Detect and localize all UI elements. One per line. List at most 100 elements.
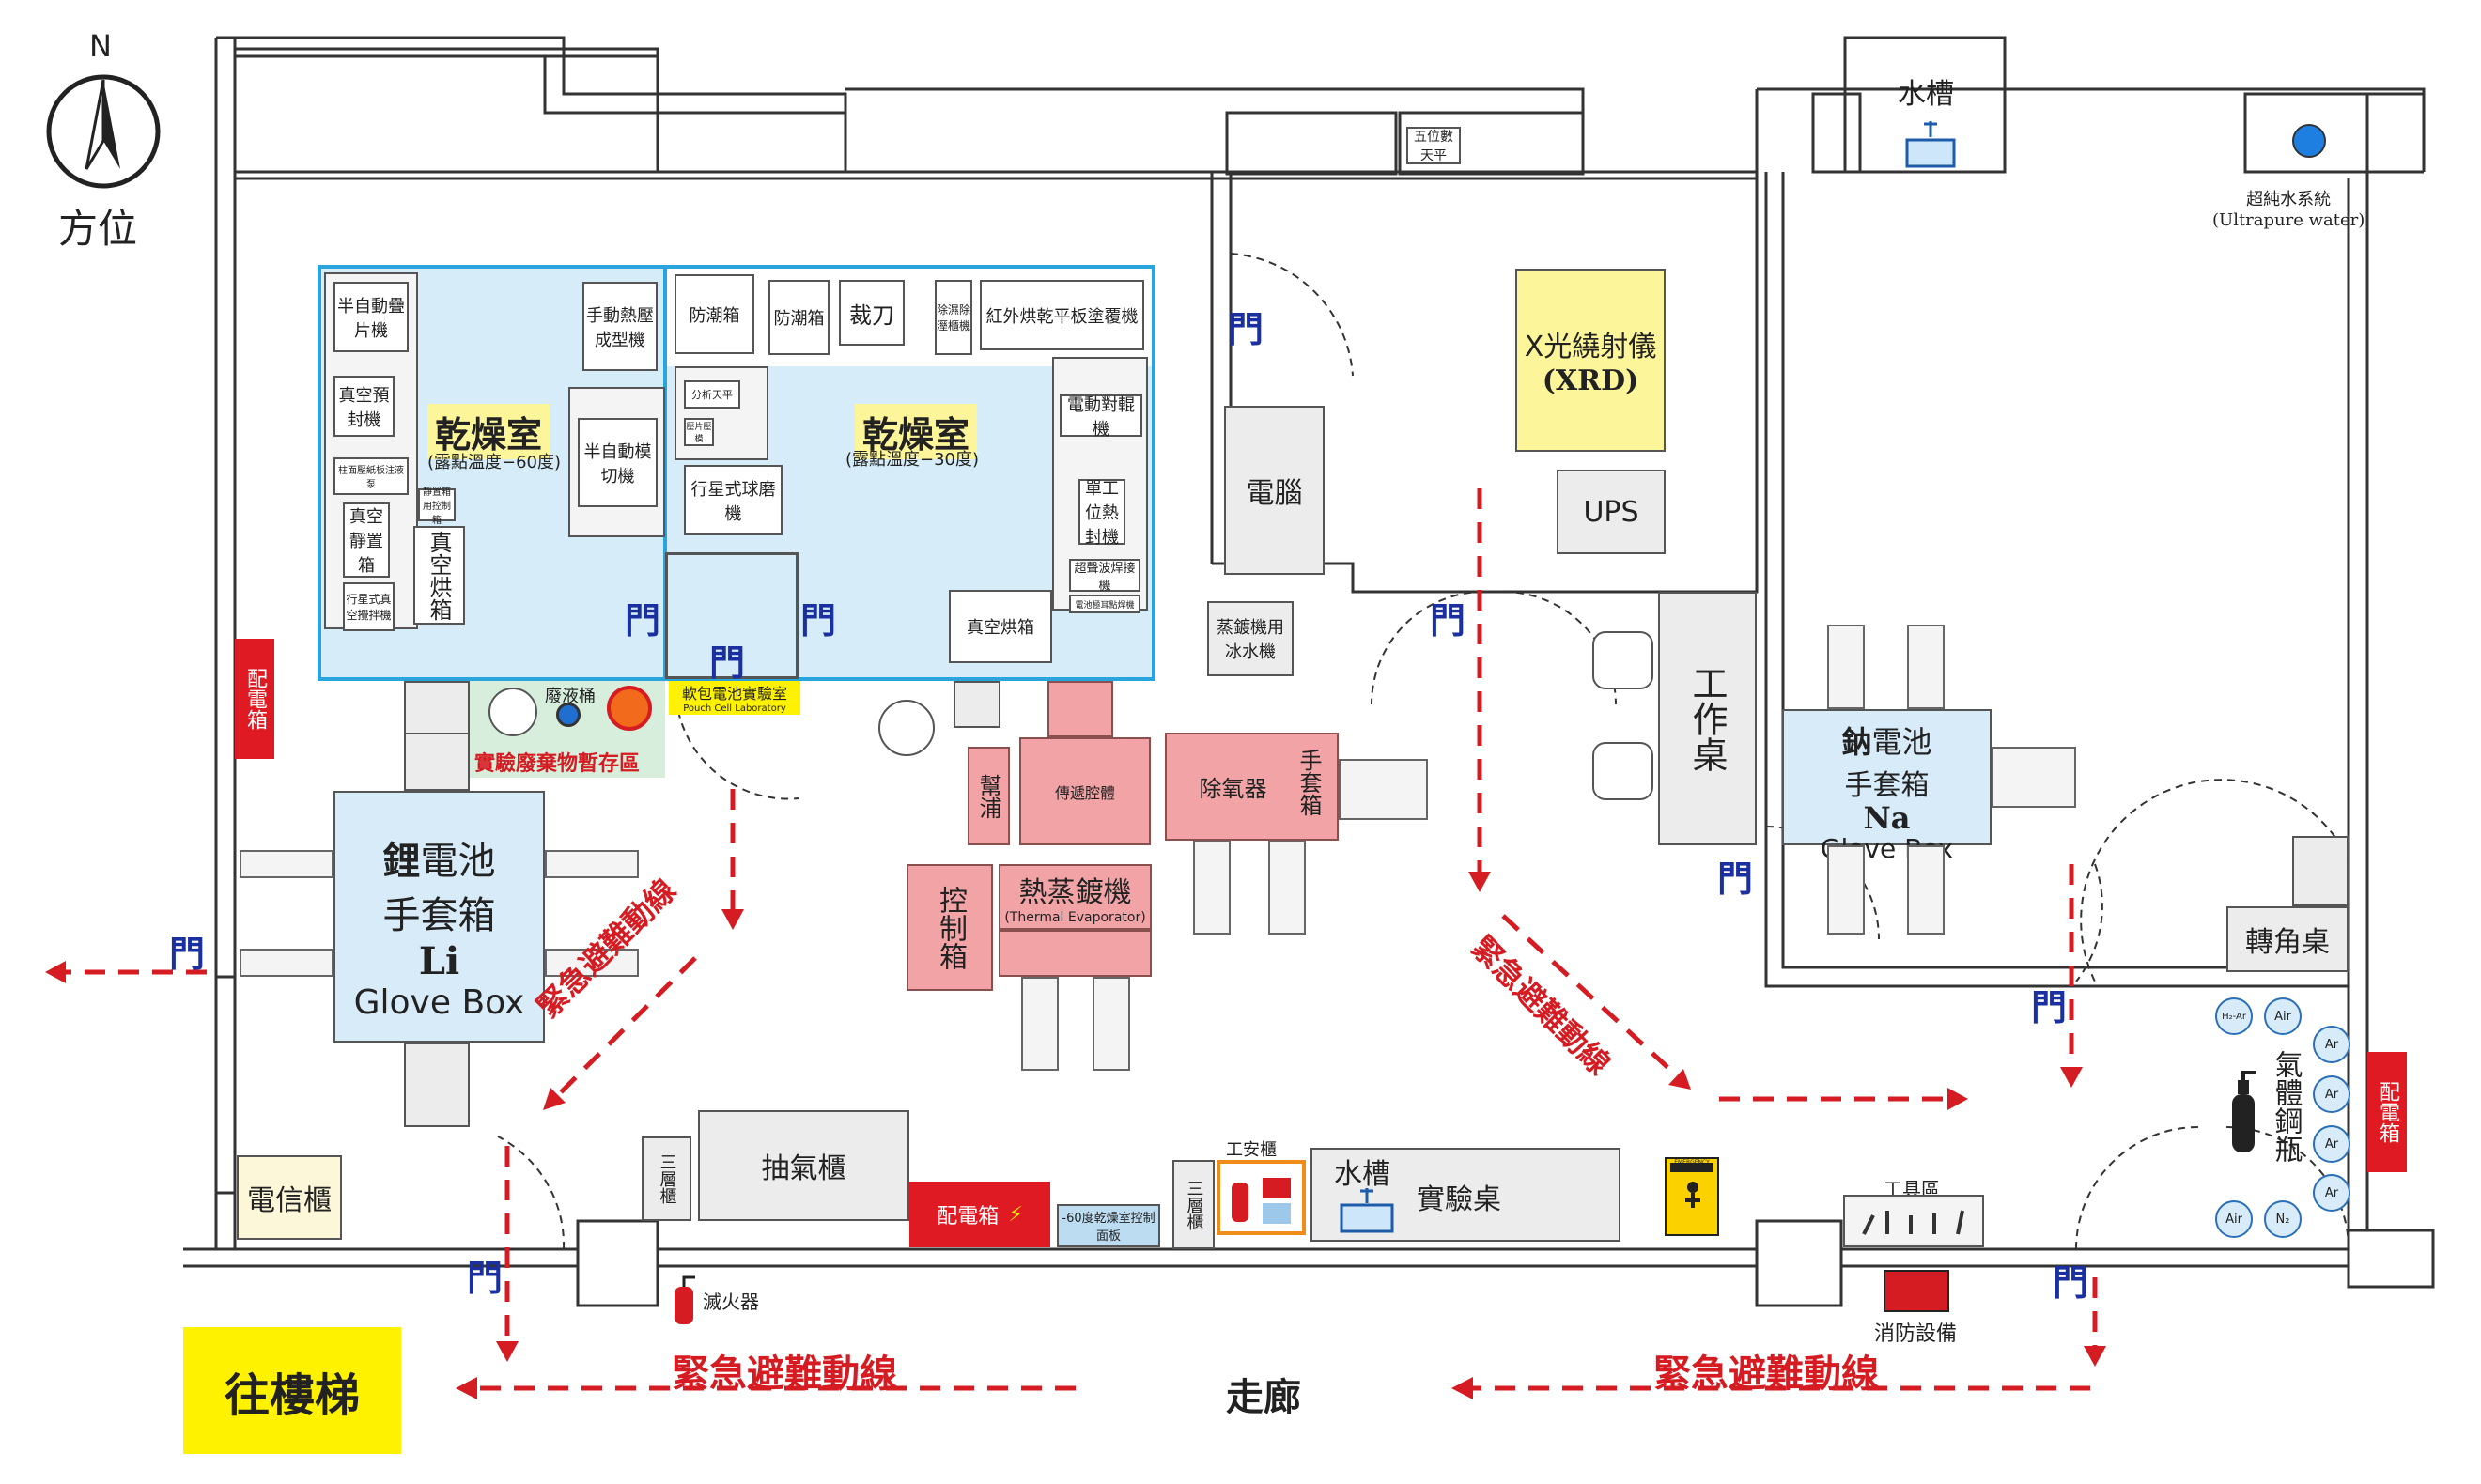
compass-north: N [89, 28, 112, 64]
fire-equipment-icon [1884, 1270, 1949, 1312]
xrd: X光繞射儀 (XRD) [1515, 269, 1666, 452]
waste-bucket-label: 廢液桶 [545, 687, 596, 706]
semi-auto-die-cutter: 半自動模切機 [578, 418, 658, 507]
evac-arrows [56, 488, 2098, 1391]
dry-room-30-subtitle: (露點溫度−30度) [845, 450, 980, 470]
evac-label-bottom-right: 緊急避難動線 [1653, 1353, 1879, 1396]
door-label: 門 [625, 600, 661, 642]
ups: UPS [1557, 470, 1666, 554]
door-label: 門 [800, 600, 837, 642]
safety-cabinet-label: 工安櫃 [1226, 1140, 1277, 1160]
vacuum-pre-sealer: 真空預封機 [333, 376, 395, 437]
door-label: 門 [1430, 600, 1466, 642]
chair-2 [1592, 742, 1653, 800]
vacuum-standing-box: 真空靜置箱 [343, 502, 390, 578]
lab-bench-label: 實驗桌 [1417, 1183, 1501, 1216]
door-label: 門 [1717, 858, 1754, 900]
li-glove-left-bottom [240, 949, 333, 977]
power-box-mid: 配電箱⚡ [909, 1182, 1050, 1247]
door-label: 門 [2053, 1262, 2089, 1304]
cyl-h2ar: H₂-Ar [2215, 997, 2253, 1035]
cutter: 裁刀 [839, 280, 905, 346]
single-sealer: 單工位熱封機 [1078, 479, 1125, 548]
cyl-n2: N₂ [2264, 1200, 2302, 1238]
transfer-chamber: 傳遞腔體 [1019, 737, 1151, 845]
ultrasonic-welder: 超聲波焊接機 [1069, 559, 1140, 594]
ir-coater: 紅外烘乾平板塗覆機 [980, 280, 1144, 350]
balance-small: 分析天平 [684, 380, 740, 409]
semi-auto-stacker: 半自動疊片機 [333, 282, 409, 352]
compass-label: 方位 [58, 206, 138, 252]
evac-arrowheads [45, 872, 2106, 1399]
waste-bin-blue [556, 703, 581, 727]
five-digit-balance: 五位數天平 [1406, 127, 1461, 164]
power-box-left: 配電箱 [235, 639, 274, 759]
extinguisher-bottom-icon [675, 1275, 695, 1324]
fume-hood: 抽氣櫃 [698, 1110, 909, 1221]
corridor-label: 走廊 [1226, 1376, 1301, 1419]
planetary-mill: 行星式球磨機 [684, 465, 783, 535]
stairs-sign: 往樓梯 [183, 1327, 401, 1454]
cyl-air-1: Air [2264, 997, 2302, 1035]
control-box: 控制箱 [907, 864, 993, 991]
sink-bottom-icon [1340, 1188, 1394, 1233]
cyl-ar-2: Ar [2313, 1075, 2350, 1113]
tool-area [1843, 1195, 1984, 1247]
manual-press: 手動熱壓成型機 [582, 282, 658, 371]
extinguisher-label: 滅火器 [703, 1291, 759, 1313]
door-label: 門 [709, 642, 746, 684]
na-glovebox: 鈉電池 手套箱 Na Glove Box [1782, 709, 1992, 864]
safety-cabinet [1217, 1160, 1306, 1235]
extinguisher-icon [1232, 1178, 1291, 1224]
li-glove-right-top [545, 850, 639, 878]
computer: 電腦 [1224, 406, 1325, 575]
ice-machine: 蒸鍍機用冰水機 [1207, 601, 1294, 676]
gas-cylinder-label: 氣體鋼瓶 [2269, 1050, 2303, 1163]
vacuum-oven-right: 真空烘箱 [949, 590, 1052, 663]
cyl-ar-4: Ar [2313, 1174, 2350, 1212]
pouch-lab-label: 軟包電池實驗室 Pouch Cell Laboratory [669, 681, 800, 715]
chair-1 [1592, 631, 1653, 689]
li-glove-right-bottom [545, 949, 639, 977]
tools-icon [1862, 1210, 1964, 1235]
waste-bin-white [488, 688, 537, 736]
electric-roller: 電動對輥機 [1060, 394, 1142, 440]
small-tag: 壓片壓模 [684, 418, 714, 446]
pump: 幫浦 [968, 747, 1010, 845]
emergency-shower: EMERGENCY SHOWER [1665, 1157, 1719, 1236]
small-label-2: 靜置箱用控制箱 [418, 487, 456, 526]
vacuum-oven-left: 真空烘箱 [413, 526, 465, 625]
walls [183, 36, 2435, 1307]
panel-60: -60度乾燥室控制面板 [1057, 1204, 1160, 1247]
shower-icon [1670, 1163, 1713, 1208]
sink-icon [1905, 121, 1956, 168]
evaporator: 熱蒸鍍機 (Thermal Evaporator) [999, 864, 1152, 930]
door-label: 門 [1228, 309, 1264, 350]
cyl-ar-3: Ar [2313, 1125, 2350, 1163]
fire-equipment-label: 消防設備 [1874, 1322, 1958, 1346]
dry-room-60-title: 乾燥室 [427, 404, 550, 459]
dry-room-60-subtitle: (露點溫度−60度) [427, 453, 562, 472]
door-label: 門 [169, 934, 206, 975]
compass-icon [46, 74, 161, 189]
ultrapure-dot [2292, 124, 2326, 158]
sink-top: 水槽 [1898, 70, 1963, 168]
power-box-right: 配電箱 [2367, 1052, 2407, 1172]
gas-cylinder-icon [2232, 1071, 2256, 1152]
shelf-right: 三層櫃 [1172, 1160, 1215, 1249]
shelf-left: 三層櫃 [642, 1136, 691, 1221]
li-glovebox: 鋰電池 手套箱 Li Glove Box [333, 791, 545, 1043]
small-label-3: 電池極耳點焊機 [1069, 595, 1140, 613]
sink-bottom: 水槽 [1334, 1158, 1390, 1191]
door-label: 門 [2031, 987, 2068, 1028]
ultrapure-label: 超純水系統 (Ultrapure water) [2212, 190, 2365, 230]
small-label-1: 柱面壓紙板注液泵 [333, 457, 409, 495]
cyl-air-2: Air [2215, 1200, 2253, 1238]
moisture-cabinet-b: 防潮箱 [768, 280, 830, 355]
planetary-mixer: 行星式真空攪拌機 [343, 582, 395, 631]
cyl-ar-1: Ar [2313, 1026, 2350, 1063]
dry-room-30-title: 乾燥室 [855, 404, 978, 459]
dryer-cabinet: 除濕除溼櫃機 [935, 280, 972, 355]
li-glove-left-top [240, 850, 333, 878]
